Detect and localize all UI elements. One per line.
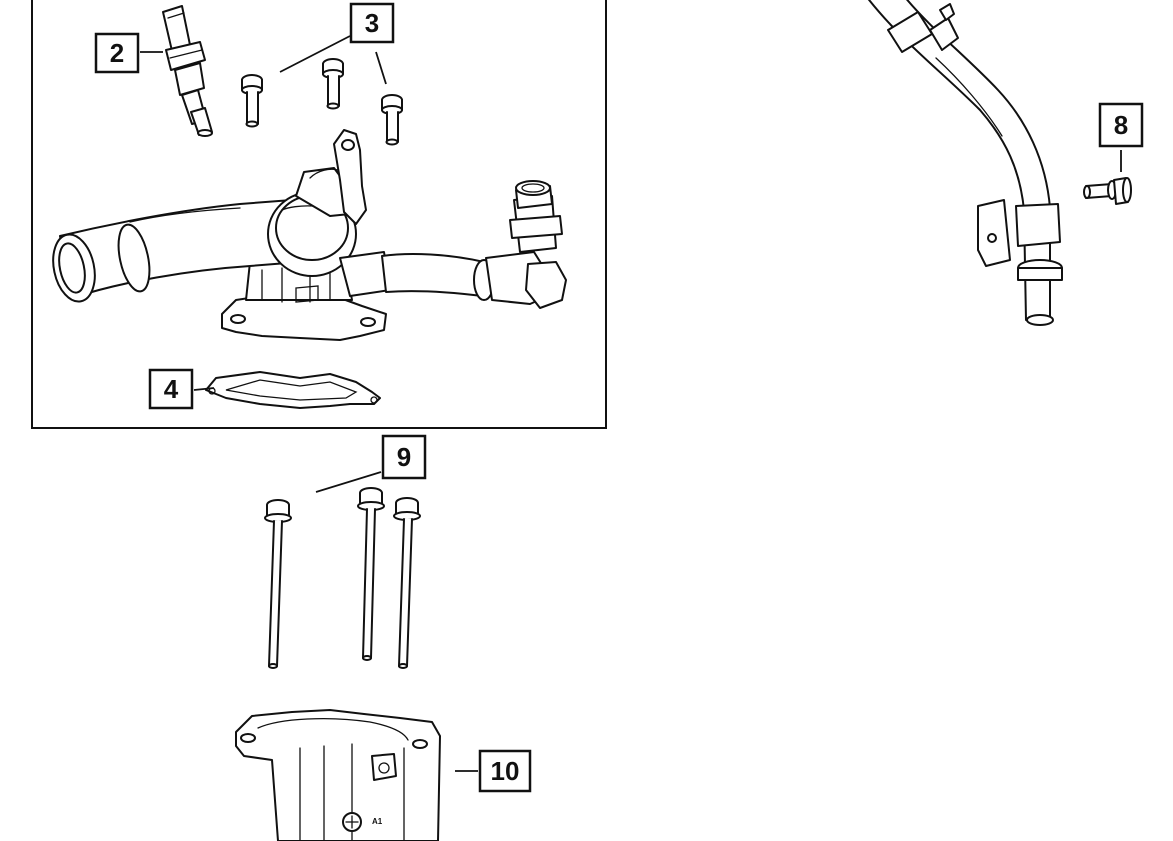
bracket-bolt: [1083, 177, 1132, 205]
svg-text:2: 2: [110, 38, 124, 68]
callout-8: 8: [1098, 102, 1144, 148]
housing-bolt-3: [381, 94, 403, 146]
long-bolt-1: [264, 499, 292, 669]
callout-9: 9: [381, 434, 427, 480]
callout-4: 4: [148, 368, 194, 410]
temperature-sensor: [162, 5, 213, 137]
coolant-tube: [867, 0, 1063, 326]
housing-bolt-1: [241, 74, 263, 128]
svg-text:8: 8: [1114, 110, 1128, 140]
part-marking: A1: [372, 817, 383, 826]
svg-text:9: 9: [397, 442, 411, 472]
lower-housing: A1: [235, 709, 441, 841]
svg-text:10: 10: [491, 756, 520, 786]
callout-2: 2: [94, 32, 140, 74]
housing-bolt-2: [322, 58, 344, 110]
svg-text:3: 3: [365, 8, 379, 38]
leader-lines: [140, 35, 1122, 772]
thermostat-housing: [52, 129, 567, 341]
housing-gasket: [205, 371, 381, 409]
callout-10: 10: [478, 749, 532, 793]
detail-frame: [31, 0, 607, 429]
long-bolt-3: [393, 497, 421, 669]
long-bolt-2: [357, 487, 385, 661]
svg-text:4: 4: [164, 374, 179, 404]
callout-3: 3: [349, 2, 395, 44]
